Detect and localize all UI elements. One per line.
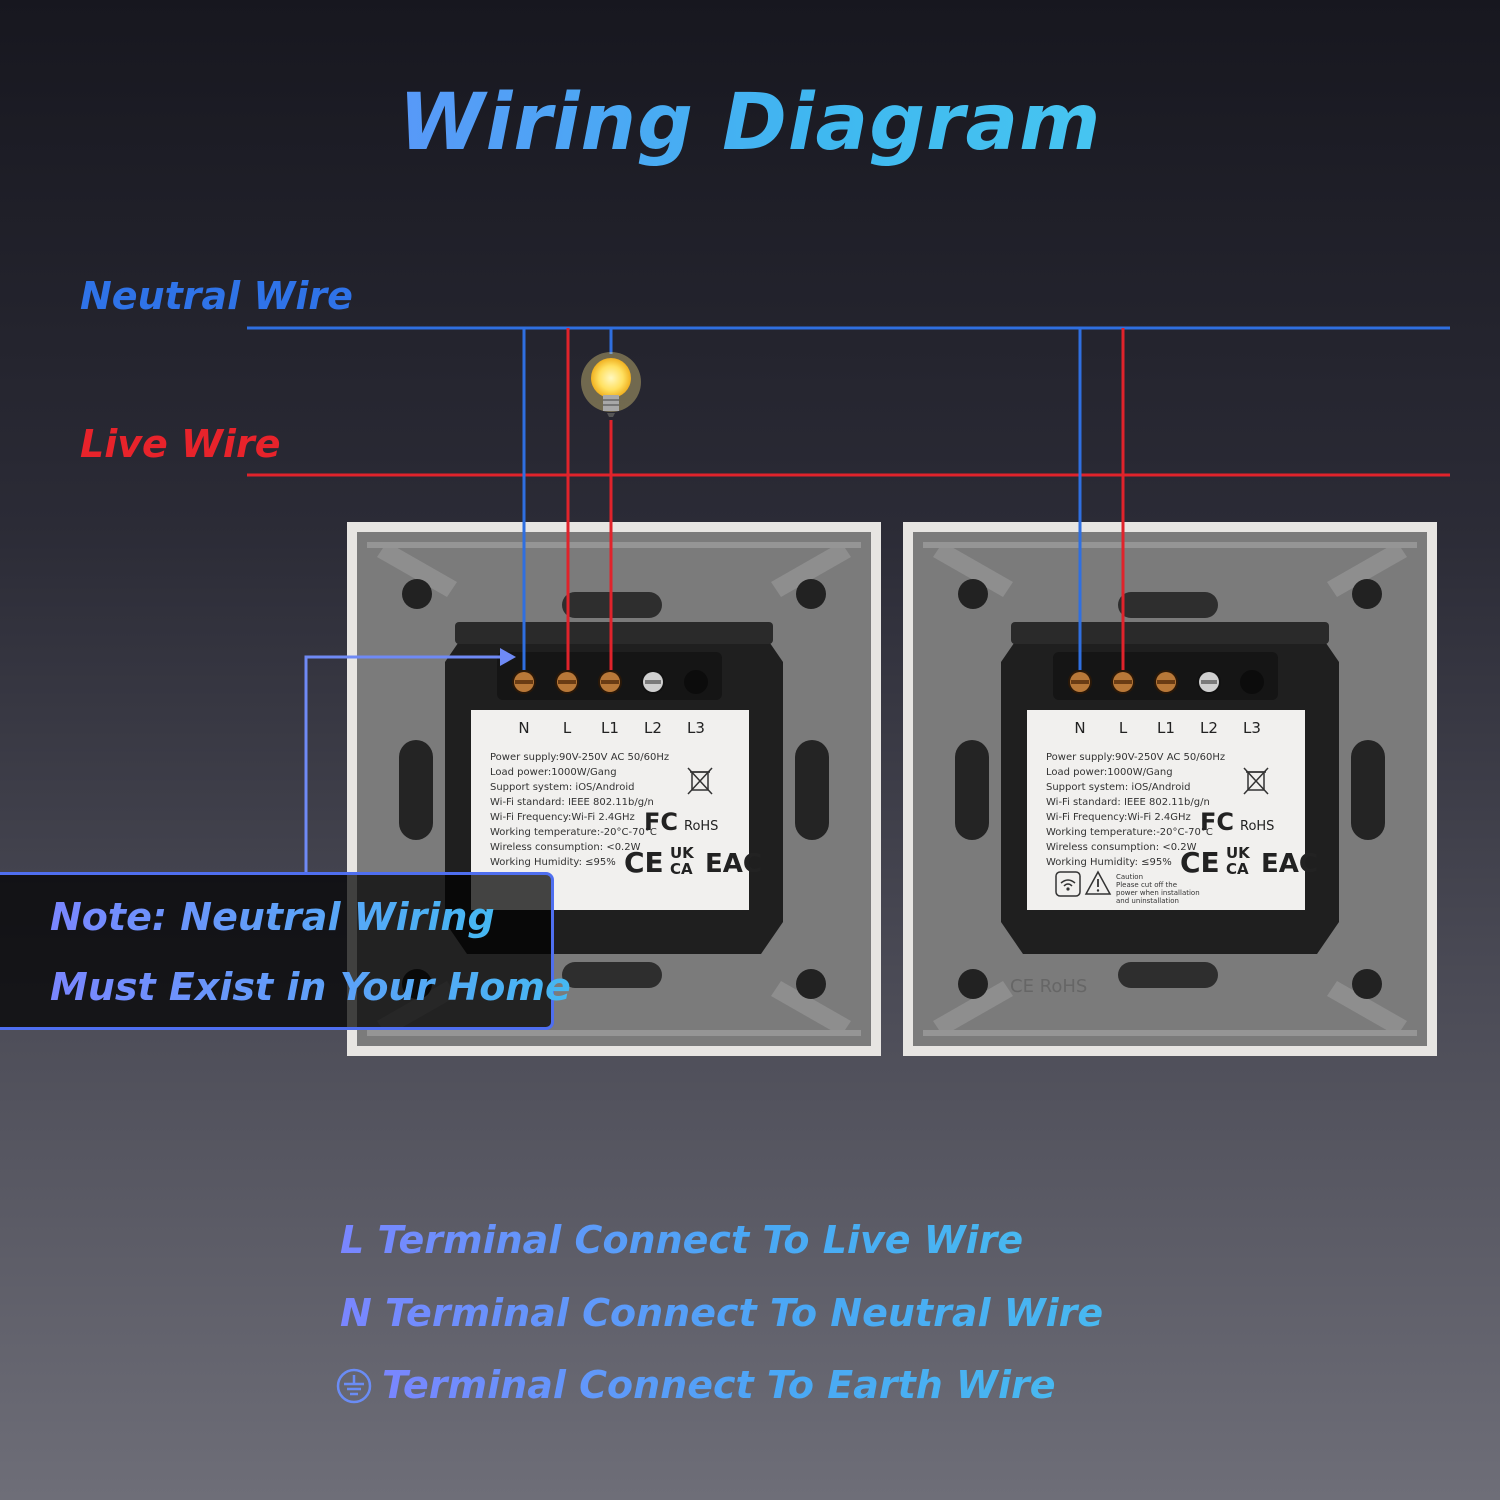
eac-mark: EAC [1261,849,1318,879]
spec-line: Wi-Fi standard: IEEE 802.11b/g/n [1046,797,1210,808]
spec-line: Load power:1000W/Gang [1046,767,1173,778]
caution-line: power when installation [1116,889,1200,897]
spec-line: Support system: iOS/Android [490,782,634,793]
terminal-l3-hole [684,670,708,694]
note-line-2: Must Exist in Your Home [50,965,571,1009]
terminal-l1-icon [598,670,622,694]
spec-line: Support system: iOS/Android [1046,782,1190,793]
rohs-mark: RoHS [684,819,718,834]
ce-mark: CE [1180,846,1220,879]
page-title: Wiring Diagram [0,78,1500,168]
terminal-label: L1 [601,719,619,737]
ukca-mark-top: UK [1226,844,1251,862]
rohs-mark: RoHS [1240,819,1274,834]
spec-label-right: Power supply:90V-250V AC 50/60Hz Load po… [1046,752,1225,868]
wifi-icon [1055,871,1081,897]
light-bulb-icon [581,352,641,417]
neutral-wire-label: Neutral Wire [80,274,353,318]
terminal-n-icon [1068,670,1092,694]
switch-plate-right [903,522,1437,1056]
spec-line: Power supply:90V-250V AC 50/60Hz [490,752,669,763]
eac-mark: EAC [705,849,762,879]
terminal-n-icon [512,670,536,694]
caution-line: and uninstallation [1116,897,1179,905]
spec-line: Working temperature:-20°C-70°C [1046,827,1213,838]
ukca-mark-bottom: CA [1226,860,1249,878]
terminal-label: L1 [1157,719,1175,737]
spec-line: Wireless consumption: <0.2W [1046,842,1197,853]
terminal-label: L [563,719,572,737]
terminal-l1-icon [1154,670,1178,694]
instruction-live: L Terminal Connect To Live Wire [340,1218,1024,1262]
earth-screw-icon [641,670,665,694]
earth-symbol-icon [336,1368,372,1404]
ce-mark: CE [624,846,664,879]
spec-line: Power supply:90V-250V AC 50/60Hz [1046,752,1225,763]
caution-line: Please cut off the [1116,881,1177,889]
spec-label-left: Power supply:90V-250V AC 50/60Hz Load po… [490,752,669,868]
live-wire-label: Live Wire [80,422,281,466]
note-line-1: Note: Neutral Wiring [50,895,495,939]
instruction-neutral: N Terminal Connect To Neutral Wire [340,1291,1104,1335]
warning-icon [1084,870,1112,895]
terminal-label: L2 [644,719,662,737]
terminal-label: L3 [687,719,705,737]
terminal-label: L [1119,719,1128,737]
plate-mark: CE RoHS [1010,976,1087,997]
spec-line: Load power:1000W/Gang [490,767,617,778]
spec-line: Working Humidity: ≤95% [490,857,616,868]
weee-bin-icon [687,767,713,795]
fc-mark: FC [1200,808,1234,836]
terminal-l-icon [555,670,579,694]
earth-screw-icon [1197,670,1221,694]
ukca-mark-top: UK [670,844,695,862]
note-arrow [304,655,506,872]
spec-line: Wireless consumption: <0.2W [490,842,641,853]
spec-line: Working Humidity: ≤95% [1046,857,1172,868]
ukca-mark-bottom: CA [670,860,693,878]
switch-plate-left [347,522,881,1056]
spec-line: Wi-Fi standard: IEEE 802.11b/g/n [490,797,654,808]
weee-bin-icon [1243,767,1269,795]
note-box: Note: Neutral Wiring Must Exist in Your … [0,872,571,1030]
spec-line: Wi-Fi Frequency:Wi-Fi 2.4GHz [1046,812,1191,823]
terminal-label: L2 [1200,719,1218,737]
arrow-head-icon [500,648,516,666]
fc-mark: FC [644,808,678,836]
terminal-label: N [518,719,529,737]
terminal-l-icon [1111,670,1135,694]
instruction-earth: Terminal Connect To Earth Wire [382,1363,1056,1407]
terminal-l3-hole [1240,670,1264,694]
spec-line: Wi-Fi Frequency:Wi-Fi 2.4GHz [490,812,635,823]
caution-title: Caution [1116,873,1143,881]
spec-line: Working temperature:-20°C-70°C [490,827,657,838]
terminal-label: N [1074,719,1085,737]
terminal-label: L3 [1243,719,1261,737]
